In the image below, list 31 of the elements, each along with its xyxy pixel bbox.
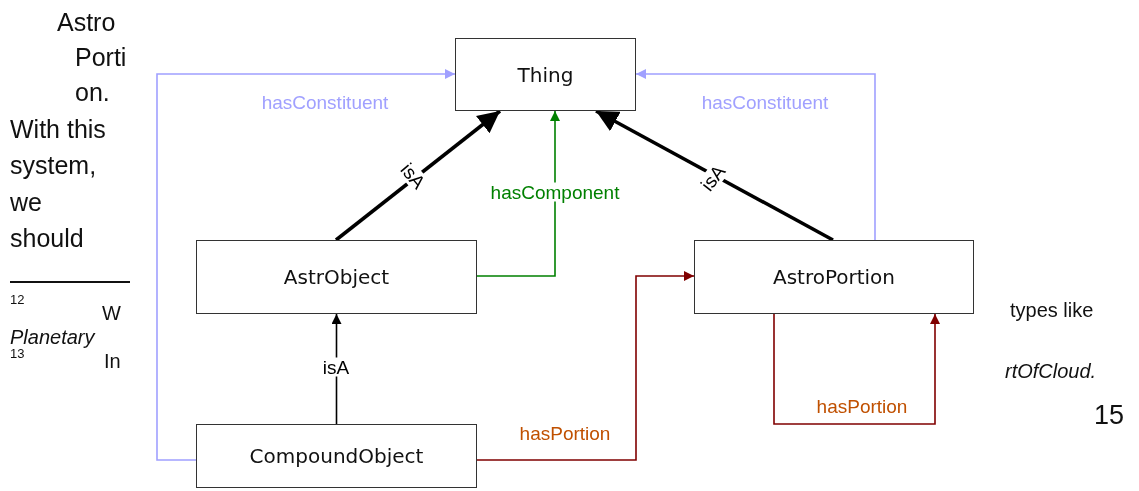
class-box	[196, 240, 477, 314]
page-text: we	[10, 190, 42, 215]
page-text: 13	[10, 347, 25, 360]
connector-arrow	[476, 110, 560, 277]
connector-arrow	[773, 313, 940, 425]
page-text: W	[102, 303, 121, 323]
connector-arrow	[595, 109, 834, 242]
edge-label: isA	[322, 357, 350, 377]
page-text: 15	[1094, 402, 1125, 429]
class-name: AstroPortion	[772, 265, 896, 289]
connector-arrow	[476, 271, 695, 461]
connector-arrow	[156, 69, 456, 461]
page-text: types like	[1010, 300, 1094, 320]
class-name: Thing	[517, 62, 574, 87]
page-text: 12	[10, 293, 25, 306]
class-box	[196, 424, 477, 488]
page-text: on.	[75, 80, 110, 105]
page-text: In	[104, 351, 121, 371]
class-name: AstrObject	[283, 265, 390, 289]
connector-arrow	[635, 69, 876, 241]
page-text: With this	[10, 117, 106, 142]
page-text: system,	[10, 153, 97, 178]
edge-label: hasComponent	[490, 182, 620, 202]
class-name: CompoundObject	[249, 444, 424, 468]
page-text: Astro	[57, 10, 116, 35]
connector-arrow	[334, 109, 502, 242]
class-box	[455, 38, 636, 111]
class-box	[694, 240, 974, 314]
page-text: rtOfCloud.	[1005, 361, 1097, 381]
page-text: Porti	[75, 45, 127, 70]
page-text: should	[10, 226, 84, 251]
